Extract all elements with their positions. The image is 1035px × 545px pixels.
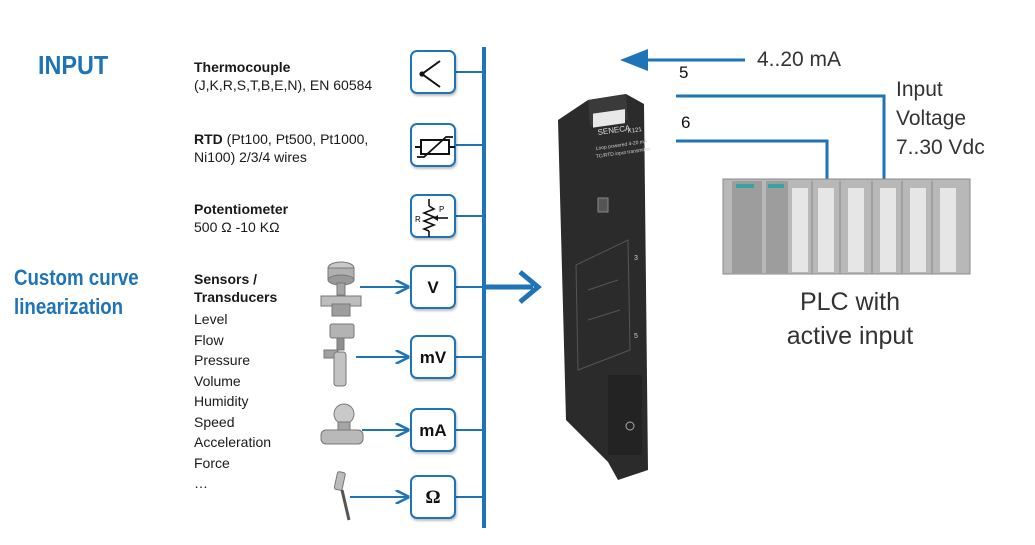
potentiometer-p-label: P [439,205,444,214]
potentiometer-description: Potentiometer 500 Ω -10 KΩ [194,200,288,236]
transmitter-device: SENECA K121 Loop powered 4-20 mA TC/RTD … [558,94,652,480]
flow-sensor-icon [323,323,355,387]
potentiometer-symbol-box: R P [410,194,456,238]
bus-to-device-arrow-head [518,270,542,304]
millivolt-label: mV [419,348,447,367]
thermocouple-icon [419,60,441,88]
rtd-description: RTD (Pt100, Pt500, Pt1000, Ni100) 2/3/4 … [194,130,368,166]
plc-label-line2: active input [786,322,914,350]
list-item: Volume [194,372,241,389]
device-model: K121 [627,127,642,135]
plc-rack-icon [722,178,971,275]
ohm-label: Ω [425,487,441,508]
plc-label: PLC with active input [760,285,940,353]
potentiometer-detail: 500 Ω -10 KΩ [194,219,280,235]
potentiometer-title: Potentiometer [194,201,289,217]
wire-6-line [676,139,829,180]
list-item: Pressure [194,352,251,368]
list-item: Humidity [194,393,249,409]
current-output-arrow-head [620,49,648,71]
list-item: Force [194,454,230,471]
thermocouple-symbol-box [410,50,456,94]
custom-curve-heading-line1: Custom curve [14,265,139,290]
input-voltage-line3: 7..30 Vdc [896,136,985,159]
plc-label-line1: PLC with [799,288,901,316]
pressure-transmitter-icon [320,403,364,445]
ce-mark-icon [625,421,635,431]
voltage-symbol-box: V [410,265,456,309]
input-voltage-label: Input Voltage 7..30 Vdc [896,75,985,162]
probe-icon [333,471,351,521]
list-item: Flow [194,331,224,348]
potentiometer-icon: R P [415,199,448,237]
level-sensor-icon [320,261,362,317]
device-pin-5: 5 [634,333,638,340]
list-item: Level [194,311,228,327]
milliamp-label: mA [419,421,447,440]
rtd-icon [415,136,455,158]
list-item: Acceleration [194,434,272,450]
rtd-detail-line2: Ni100) 2/3/4 wires [194,149,307,165]
thermocouple-description: Thermocouple (J,K,R,S,T,B,E,N), EN 60584 [194,58,372,94]
potentiometer-r-label: R [415,215,421,224]
custom-curve-heading-line2: linearization [14,294,124,319]
voltage-label: V [427,278,439,297]
sensors-title-line2: Transducers [194,289,278,305]
rtd-symbol-box [410,123,456,167]
rtd-title: RTD [194,131,223,147]
sensors-description: Sensors / Transducers [194,270,277,306]
thermocouple-title: Thermocouple [194,59,291,75]
milliamp-symbol-box: mA [410,408,456,452]
current-output-label: 4..20 mA [757,48,842,71]
wire-5-line [676,94,886,180]
list-item: … [194,475,208,491]
sensor-list: Level Flow Pressure Volume Humidity Spee… [194,309,271,494]
input-voltage-line1: Input [896,78,943,101]
input-heading: INPUT [38,50,109,80]
wire-5-label: 5 [679,63,689,82]
ohm-symbol-box: Ω [410,475,456,519]
wire-6-label: 6 [681,113,691,132]
rtd-detail-line1: (Pt100, Pt500, Pt1000, [222,131,369,147]
device-pin-3: 3 [634,255,638,262]
millivolt-symbol-box: mV [410,335,456,379]
device-led [597,197,609,213]
sensors-title-line1: Sensors / [194,271,258,287]
input-voltage-line2: Voltage [896,107,967,130]
thermocouple-detail: (J,K,R,S,T,B,E,N), EN 60584 [194,77,373,93]
list-item: Speed [194,413,235,430]
